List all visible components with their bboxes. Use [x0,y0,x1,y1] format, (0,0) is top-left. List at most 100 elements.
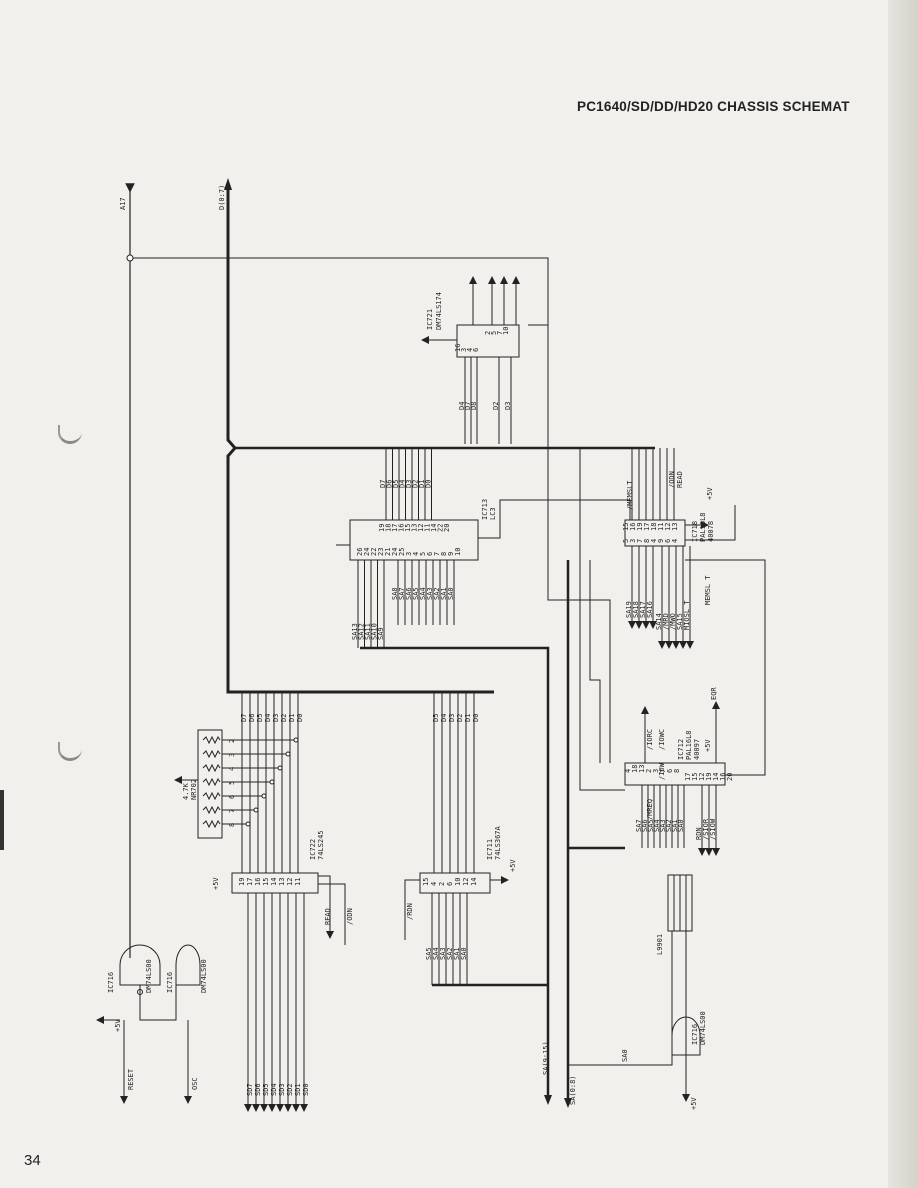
ic722-sd-label: SD7 [246,1083,254,1096]
ic712-pin-19: 19 [705,773,713,781]
ic718-pin-9: 9 [657,539,665,543]
ic713-pin-3: 3 [405,552,413,556]
ic722-vcc: +5V [212,877,220,890]
ic713-addr-label: SA10 [371,623,379,640]
ic713-addr-label: SA12 [358,623,366,640]
ic713-data-label: D4 [399,480,407,488]
ic713-pin-12: 12 [417,524,425,532]
ic713-pin-25: 25 [398,548,406,556]
ic713-pin-22: 22 [370,548,378,556]
ic718-pal-label: SA15 [676,613,684,630]
ic711-pin-14: 14 [470,878,478,886]
ic713-pin-17: 17 [391,524,399,532]
ic711-d-label: D4 [440,714,448,722]
l9901-vcc: +5V [690,1097,698,1110]
ic713-addr-label: SA13 [351,623,359,640]
ic721-pin-4: 4 [466,348,474,352]
ic711-d-label: D2 [456,714,464,722]
binder-hole-bottom [58,742,82,761]
ic716b-ref: IC716 [166,972,174,993]
ic718-pal-label: /MRD [662,613,670,630]
ic713-data-label: D6 [386,480,394,488]
ic718-pin-17: 17 [643,523,651,531]
nand-gate-ic716-c [671,1016,701,1056]
a17-label: A17 [119,197,127,210]
ic711-pin-15: 15 [422,878,430,886]
ic721-d-label: D3 [504,402,512,410]
ic711-pin-2: 2 [438,882,446,886]
ic712-code: 40097 [693,739,701,760]
ic718-pin-18: 18 [650,523,658,531]
ic718-pin-7: 7 [636,539,644,543]
ic718-pin-8: 8 [643,539,651,543]
ic721-body [456,324,520,358]
ic722-body [231,872,319,894]
ic718-pin-15: 15 [622,523,630,531]
nr702-pin: 4 [228,767,236,771]
ic711-pin-4: 4 [430,882,438,886]
nr702-body [197,729,223,839]
ic713-addr-label: SA6 [405,587,413,600]
ic716c-part: DM74LS00 [699,1011,707,1045]
ic718-part: PAL16L8 [699,512,707,542]
ic712-pin-4: 4 [624,769,632,773]
read-out-label: READ [676,471,684,488]
memslt-label: /MEMSLT [626,480,634,510]
ic718-pin-5: 5 [622,539,630,543]
ic712-sa-label: SA3 [659,819,667,832]
ic713-data-label: D3 [405,480,413,488]
ic721-d-label: D4 [458,402,466,410]
iow-label: /IOW [658,762,666,780]
ic712-pin-3: 3 [652,769,660,773]
iowc-label: /IOWC [658,729,666,750]
ic718-sa-label: SA19 [625,601,633,618]
ic713-pin-20: 20 [443,524,451,532]
ic711-sa-label: SA5 [425,947,433,960]
ic713-pin-26: 26 [356,548,364,556]
ic722-d-label: D7 [240,714,248,722]
memsl-out-label: MEMSL T [704,575,712,605]
resistor [202,777,221,787]
resistor [202,749,221,759]
sa-hi-label: SA(9:15) [542,1041,550,1075]
odn-out-label: /ODN [668,471,676,488]
ic716b-part: DM74LS00 [200,959,208,993]
nr702-pin: 2 [228,739,236,743]
ic711-body [419,872,491,894]
ic722-part: 74LS245 [317,830,325,860]
ic713-addr-label: SA8 [391,587,399,600]
ic711-sa-label: SA2 [446,947,454,960]
ic713-pin-7: 7 [433,552,441,556]
ic711-d-label: D5 [432,714,440,722]
rdn-label: /RDN [406,903,414,920]
ic711-part: 74LS367A [494,825,502,860]
page-title: PC1640/SD/DD/HD20 CHASSIS SCHEMAT [577,99,850,114]
ic718-pal-label: SA14 [655,613,663,630]
ic716c-ref: IC716 [691,1024,699,1045]
ic721-part: DM74LS174 [435,292,443,330]
ic711-pin-12: 12 [462,878,470,886]
ic713-addr-label: SA5 [412,587,420,600]
nr702-pin: 8 [228,823,236,827]
ic718-pin-4: 4 [671,539,679,543]
ic711-pin-10: 10 [454,878,462,886]
ic718-pal-label: /MWO [669,613,677,630]
eqr-label: EQR [710,687,718,700]
ic722-pin-14: 14 [270,878,278,886]
ic713-addr-label: SA4 [419,587,427,600]
ic722-pin-16: 16 [254,878,262,886]
ic713-pin-24: 24 [363,548,371,556]
ic722-sd-label: SD3 [278,1083,286,1096]
page-edge-shadow [888,0,918,1188]
sa-lo-label: SA(0:8) [569,1075,577,1105]
ic712-vcc: +5V [704,739,712,752]
